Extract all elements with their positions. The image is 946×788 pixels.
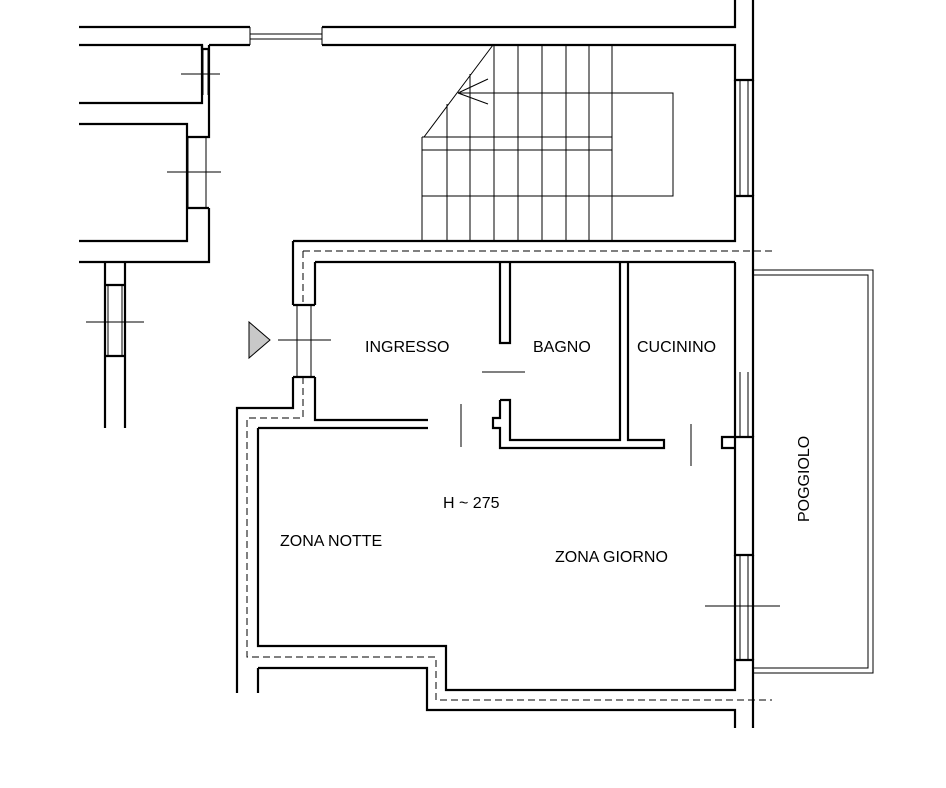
room-label-bagno: BAGNO (533, 339, 591, 356)
window-right-middle (733, 372, 755, 437)
balcony (753, 269, 874, 674)
window-right-top (733, 80, 755, 262)
entrance-door (278, 303, 331, 379)
room-label-ingresso: INGRESSO (365, 339, 449, 356)
bathroom-walls (491, 262, 666, 450)
entrance-arrow-icon (248, 320, 271, 360)
insulation-dashed-line (246, 250, 772, 701)
neighbor-openings (86, 49, 221, 358)
height-label: H ~ 275 (443, 495, 500, 512)
room-label-cucinino: CUCININO (637, 339, 716, 356)
neighbor-unit-walls (79, 0, 755, 428)
room-label-zona-notte: ZONA NOTTE (280, 533, 382, 550)
window-right-bottom (705, 555, 780, 660)
door-swings (460, 371, 692, 466)
room-label-zona-giorno: ZONA GIORNO (555, 549, 668, 566)
staircase (421, 44, 674, 241)
neighbor-window-top (249, 27, 323, 45)
apartment-walls (235, 196, 755, 728)
room-label-poggiolo: POGGIOLO (796, 436, 813, 522)
